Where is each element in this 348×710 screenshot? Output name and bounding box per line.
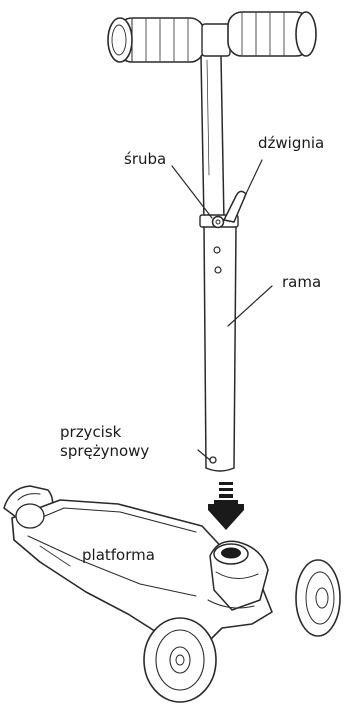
upper-stem [201, 56, 224, 222]
left-front-wheel [144, 618, 216, 702]
lever-icon [224, 191, 246, 222]
spring-button-label-line2: sprężynowy [60, 442, 149, 460]
handlebar [108, 12, 316, 62]
frame-tube [204, 227, 236, 471]
platform-label: platforma [82, 546, 155, 564]
right-front-wheel [296, 560, 340, 636]
lever-label: dźwignia [258, 134, 324, 152]
insert-arrow-icon [208, 482, 244, 530]
screw-icon [213, 217, 224, 228]
spring-button-label-line1: przycisk [60, 423, 122, 441]
rear-wheel [16, 504, 44, 528]
frame-label: rama [282, 273, 321, 291]
spring-button-icon [210, 457, 216, 463]
screw-label: śruba [124, 150, 166, 168]
leader-lines [172, 160, 272, 460]
